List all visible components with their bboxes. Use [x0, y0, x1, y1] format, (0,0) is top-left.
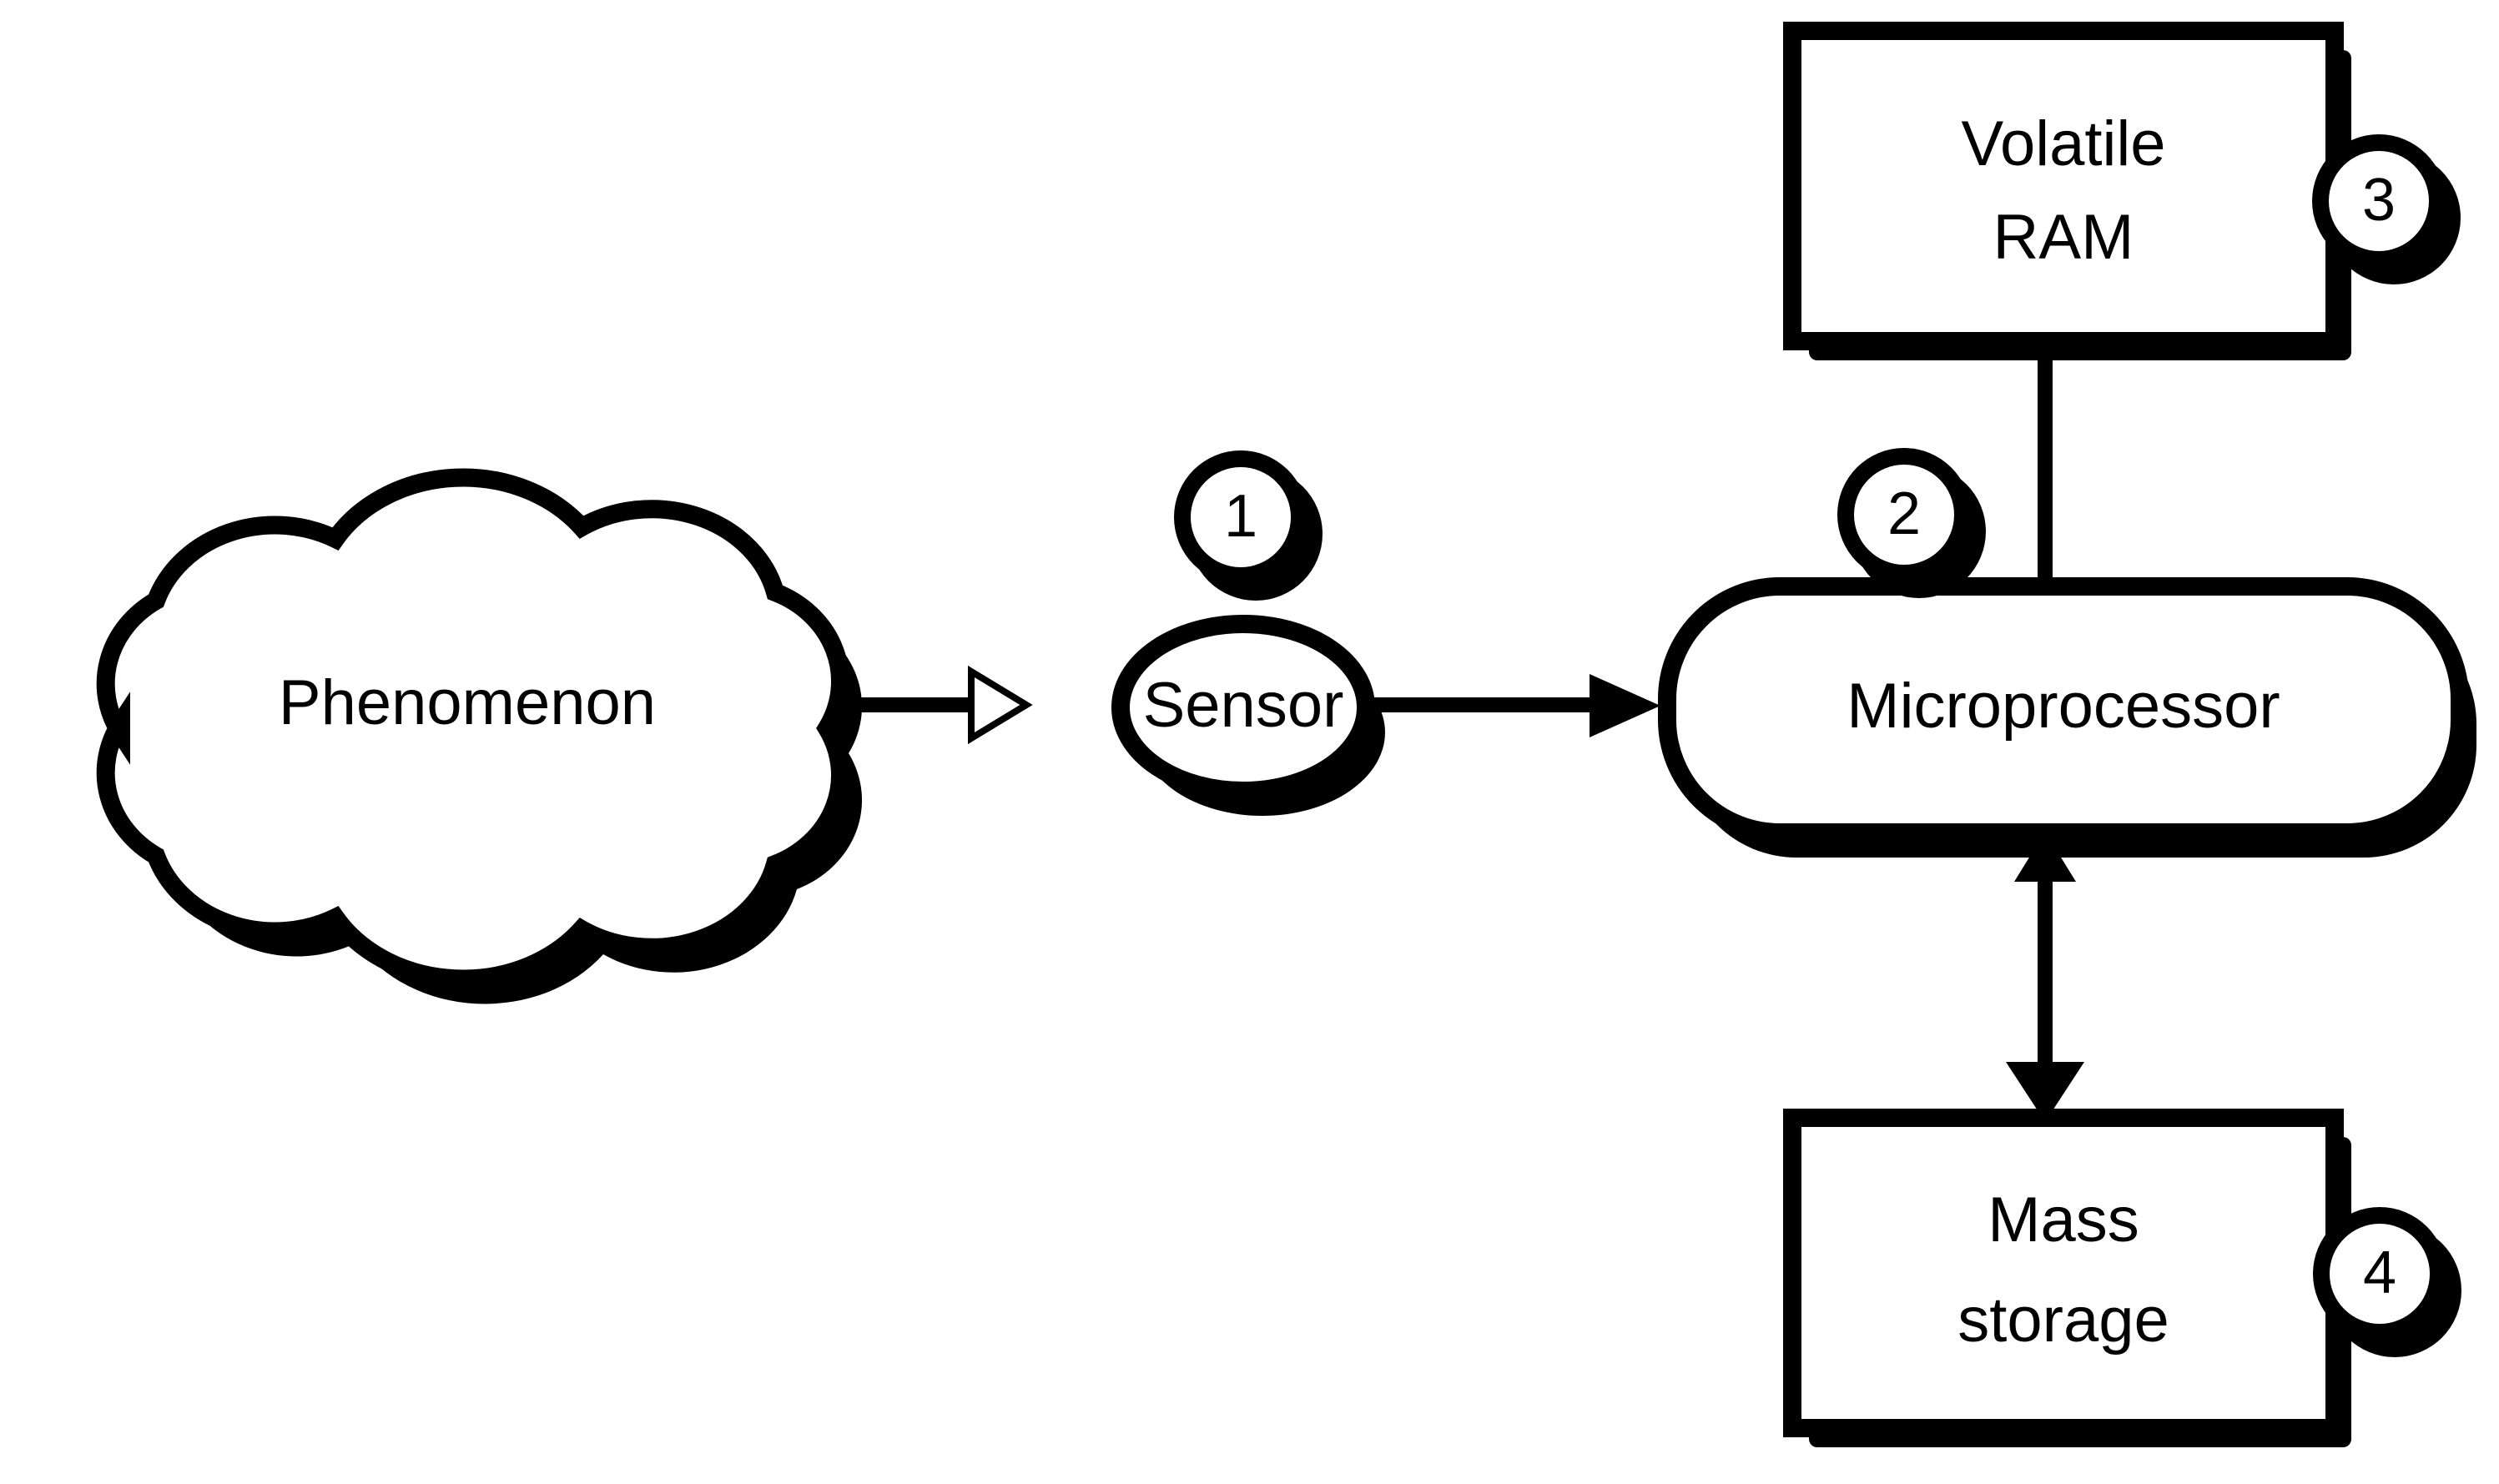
badge-1-inner: [1191, 467, 1291, 567]
edge-phenomenon-to-sensor: [834, 665, 1033, 745]
badge-1[interactable]: 1: [1174, 450, 1323, 601]
edge-microprocessor-to-mass-storage-arrowhead-up: [2014, 832, 2076, 882]
node-volatile-ram[interactable]: Volatile RAM: [1783, 22, 2351, 360]
phenomenon-label: Phenomenon: [279, 667, 656, 738]
badge-2-label: 2: [1887, 480, 1921, 547]
badge-1-label: 1: [1224, 483, 1257, 550]
volatile-ram-label-line1: Volatile: [1961, 108, 2165, 179]
badge-4-inner: [2330, 1224, 2430, 1324]
edge-phenomenon-to-sensor-arrowhead: [968, 665, 1033, 745]
edge-sensor-to-microprocessor-arrowhead: [1590, 674, 1660, 737]
node-sensor[interactable]: Sensor: [1111, 615, 1385, 816]
edge-microprocessor-to-mass-storage-arrowhead-down: [2006, 1062, 2084, 1122]
badge-2-inner: [1854, 465, 1954, 565]
sensor-ellipse-outline: [1111, 615, 1375, 800]
badge-3[interactable]: 3: [2312, 134, 2461, 284]
badge-3-inner: [2329, 151, 2429, 251]
badge-2[interactable]: 2: [1837, 448, 1986, 598]
sensor-label: Sensor: [1143, 670, 1344, 741]
badge-4-label: 4: [2363, 1240, 2396, 1306]
volatile-ram-label-line2: RAM: [1993, 202, 2134, 273]
node-microprocessor[interactable]: Microprocessor: [1658, 577, 2476, 858]
edge-microprocessor-to-mass-storage: [2006, 832, 2084, 1122]
mass-storage-label-line1: Mass: [1988, 1185, 2139, 1255]
mass-storage-label-line2: storage: [1957, 1285, 2169, 1356]
phenomenon-cloud-outline: [96, 468, 850, 988]
volatile-ram-box-outline: [1783, 22, 2344, 350]
badge-4[interactable]: 4: [2313, 1207, 2461, 1357]
badge-3-label: 3: [2362, 167, 2396, 234]
mass-storage-box-outline: [1783, 1109, 2344, 1437]
node-phenomenon[interactable]: Phenomenon: [96, 468, 863, 1004]
node-mass-storage[interactable]: Mass storage: [1783, 1109, 2351, 1447]
microprocessor-box-outline: [1658, 577, 2469, 842]
edge-sensor-to-microprocessor: [1368, 674, 1660, 737]
microprocessor-label: Microprocessor: [1847, 671, 2280, 742]
